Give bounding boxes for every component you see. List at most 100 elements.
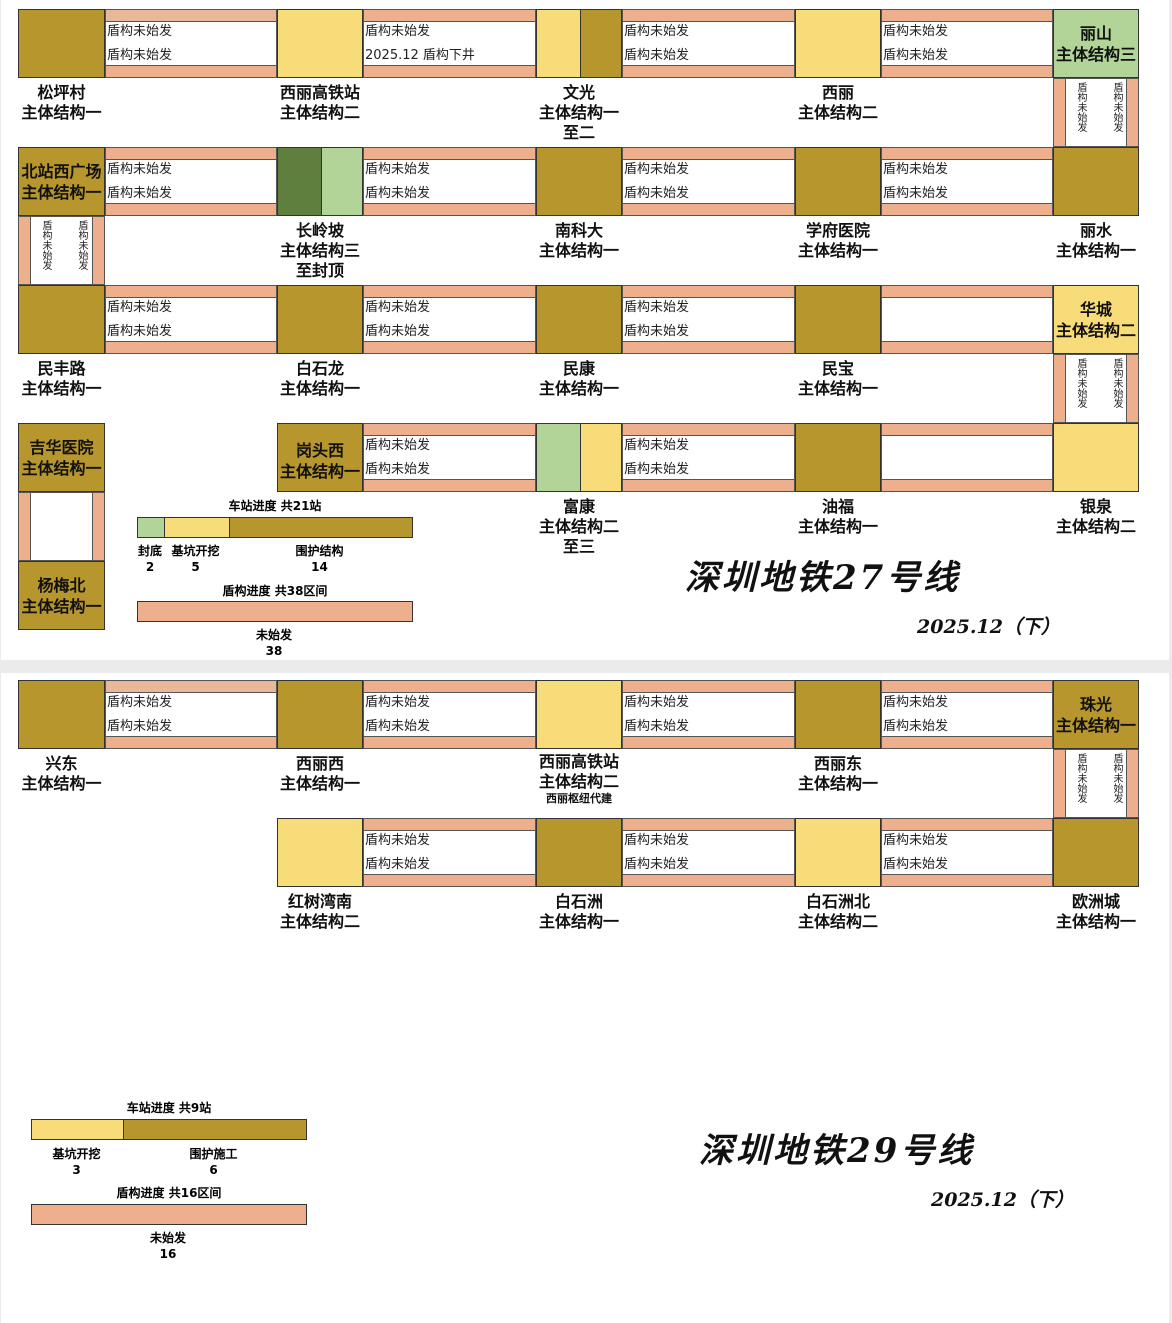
tunnel-xilihsr-wenguang[interactable]: 盾构未始发 2025.12 盾构下井 bbox=[363, 9, 536, 78]
tunnel-text: 盾构未始发 bbox=[365, 324, 431, 339]
tunnel-text: 盾构未始发 bbox=[365, 719, 431, 734]
tunnel-text: 盾构未始发 bbox=[1111, 753, 1122, 803]
station-status: 主体结构一 bbox=[21, 183, 102, 202]
station-label-xilidong: 西丽东主体结构一 bbox=[797, 754, 878, 793]
tunnel-hongshuwannan-baishizhou[interactable]: 盾构未始发 盾构未始发 bbox=[363, 818, 536, 887]
station-label-ouzhoucheng: 欧洲城主体结构一 bbox=[1055, 892, 1136, 931]
station-baishizhou-box[interactable] bbox=[536, 818, 622, 887]
tunnel-nankeda-xuefu[interactable]: 盾构未始发 盾构未始发 bbox=[622, 147, 795, 216]
station-yangmeibei-box[interactable]: 杨梅北 主体结构一 bbox=[18, 561, 105, 630]
tunnel-xuefu-lishui[interactable]: 盾构未始发 盾构未始发 bbox=[881, 147, 1053, 216]
legend-shield-bar bbox=[137, 601, 413, 622]
station-yinquan-box[interactable] bbox=[1053, 423, 1139, 492]
station-minbao-box[interactable] bbox=[795, 285, 881, 354]
tunnel-huacheng-yinquan[interactable]: 盾构未始发 盾构未始发 bbox=[1053, 354, 1139, 423]
station-huacheng-box[interactable]: 华城 主体结构二 bbox=[1053, 285, 1139, 354]
station-label-xilihsr: 西丽高铁站主体结构二 bbox=[279, 83, 360, 122]
station-label-minbao: 民宝主体结构一 bbox=[797, 359, 878, 398]
station-youfu-box[interactable] bbox=[795, 423, 881, 492]
tunnel-text: 盾构未始发 bbox=[365, 462, 431, 477]
tunnel-text: 盾构未始发 bbox=[365, 857, 431, 872]
line29-panel: 盾构未始发 盾构未始发 盾构未始发 盾构未始发 盾构未始发 盾构未始发 盾构未始… bbox=[1, 673, 1169, 1323]
station-hongshuwannan-box[interactable] bbox=[277, 818, 363, 887]
tunnel-beizhan-minfenglu[interactable]: 盾构未始发 盾构未始发 bbox=[18, 216, 105, 285]
legend-segment bbox=[32, 1205, 306, 1224]
tunnel-text: 盾构未始发 bbox=[624, 719, 690, 734]
station-name: 杨梅北 bbox=[37, 576, 86, 595]
station-xilihsr-box[interactable] bbox=[277, 9, 363, 78]
tunnel-changlingpo-nankeda[interactable]: 盾构未始发 盾构未始发 bbox=[363, 147, 536, 216]
tunnel-text: 盾构未始发 bbox=[624, 186, 690, 201]
station-lishan-box[interactable]: 丽山 主体结构三 bbox=[1053, 9, 1139, 78]
station-changlingpo-box[interactable] bbox=[277, 147, 363, 216]
station-baishizhoubei-box[interactable] bbox=[795, 818, 881, 887]
tunnel-minbao-huacheng[interactable] bbox=[881, 285, 1053, 354]
tunnel-xilihsr-xilidong[interactable]: 盾构未始发 盾构未始发 bbox=[622, 680, 795, 749]
station-label-songpingcun: 松坪村主体结构一 bbox=[21, 83, 102, 122]
tunnel-baishizhou-baishizhoubei[interactable]: 盾构未始发 盾构未始发 bbox=[622, 818, 795, 887]
tunnel-text: 盾构未始发 bbox=[107, 162, 173, 177]
tunnel-wenguang-xili[interactable]: 盾构未始发 盾构未始发 bbox=[622, 9, 795, 78]
station-lishui-box[interactable] bbox=[1053, 147, 1139, 216]
station-name: 丽山 bbox=[1079, 24, 1112, 43]
station-minfenglu-box[interactable] bbox=[18, 285, 105, 354]
legend-shield-bar bbox=[31, 1204, 307, 1225]
station-label-baishizhoubei: 白石洲北主体结构二 bbox=[797, 892, 878, 931]
station-label-fukang: 富康主体结构二至三 bbox=[538, 497, 619, 556]
tunnel-minfenglu-baishilong[interactable]: 盾构未始发 盾构未始发 bbox=[105, 285, 277, 354]
station-zhuguang-box[interactable]: 珠光 主体结构一 bbox=[1053, 680, 1139, 749]
station-nankeda-box[interactable] bbox=[536, 147, 622, 216]
tunnel-text: 盾构未始发 bbox=[883, 719, 949, 734]
station-label-xilixi: 西丽西主体结构一 bbox=[279, 754, 360, 793]
tunnel-text: 盾构未始发 bbox=[624, 695, 690, 710]
station-fukang-box[interactable] bbox=[536, 423, 622, 492]
tunnel-xili-lishan[interactable]: 盾构未始发 盾构未始发 bbox=[881, 9, 1053, 78]
station-xingdong-box[interactable] bbox=[18, 680, 105, 749]
line27-panel: 盾构未始发 盾构未始发 盾构未始发 2025.12 盾构下井 盾构未始发 盾构未… bbox=[1, 0, 1169, 660]
tunnel-songpingcun-xilihsr[interactable]: 盾构未始发 盾构未始发 bbox=[105, 9, 277, 78]
station-baishilong-box[interactable] bbox=[277, 285, 363, 354]
tunnel-xilixi-xilihsr[interactable]: 盾构未始发 盾构未始发 bbox=[363, 680, 536, 749]
tunnel-lishan-lishui[interactable]: 盾构未始发 盾构未始发 bbox=[1053, 78, 1139, 147]
station-gangtouxi-box[interactable]: 岗头西 主体结构一 bbox=[277, 423, 363, 492]
station-status: 主体结构一 bbox=[21, 597, 102, 616]
legend-station-title: 车站进度 共9站 bbox=[126, 1101, 212, 1115]
tunnel-minkang-minbao[interactable]: 盾构未始发 盾构未始发 bbox=[622, 285, 795, 354]
legend-station-title: 车站进度 共21站 bbox=[228, 499, 322, 513]
station-name: 吉华医院 bbox=[29, 438, 94, 457]
station-wenguang-box[interactable] bbox=[536, 9, 622, 78]
station-status: 主体结构一 bbox=[279, 462, 360, 481]
legend-shield-title: 盾构进度 共16区间 bbox=[116, 1186, 222, 1200]
station-beizhan-box[interactable]: 北站西广场 主体结构一 bbox=[18, 147, 105, 216]
tunnel-beizhan-changlingpo[interactable]: 盾构未始发 盾构未始发 bbox=[105, 147, 277, 216]
tunnel-text: 盾构未始发 bbox=[624, 324, 690, 339]
tunnel-text: 盾构未始发 bbox=[1075, 358, 1086, 408]
station-jihua-box[interactable]: 吉华医院 主体结构一 bbox=[18, 423, 105, 492]
station-name: 北站西广场 bbox=[21, 162, 102, 181]
tunnel-jihua-yangmeibei[interactable] bbox=[18, 492, 105, 561]
station-label-changlingpo: 长岭坡主体结构三至封顶 bbox=[279, 221, 360, 280]
station-songpingcun-box[interactable] bbox=[18, 9, 105, 78]
legend-station-bar bbox=[31, 1119, 307, 1140]
tunnel-baishilong-minkang[interactable]: 盾构未始发 盾构未始发 bbox=[363, 285, 536, 354]
station-xili-box[interactable] bbox=[795, 9, 881, 78]
tunnel-baishizhoubei-ouzhoucheng[interactable]: 盾构未始发 盾构未始发 bbox=[881, 818, 1053, 887]
tunnel-youfu-yinquan[interactable] bbox=[881, 423, 1053, 492]
tunnel-fukang-youfu[interactable]: 盾构未始发 盾构未始发 bbox=[622, 423, 795, 492]
station-ouzhoucheng-box[interactable] bbox=[1053, 818, 1139, 887]
station-minkang-box[interactable] bbox=[536, 285, 622, 354]
tunnel-xingdong-xilixi[interactable]: 盾构未始发 盾构未始发 bbox=[105, 680, 277, 749]
tunnel-zhuguang-ouzhoucheng[interactable]: 盾构未始发 盾构未始发 bbox=[1053, 749, 1139, 818]
tunnel-gangtouxi-fukang[interactable]: 盾构未始发 盾构未始发 bbox=[363, 423, 536, 492]
station-xuefu-box[interactable] bbox=[795, 147, 881, 216]
station-xilihsr29-box[interactable] bbox=[536, 680, 622, 749]
tunnel-text: 盾构未始发 bbox=[107, 48, 173, 63]
station-xilidong-box[interactable] bbox=[795, 680, 881, 749]
tunnel-text: 盾构未始发 bbox=[624, 24, 690, 39]
station-xilixi-box[interactable] bbox=[277, 680, 363, 749]
tunnel-text: 盾构未始发 bbox=[624, 300, 690, 315]
tunnel-xilidong-zhuguang[interactable]: 盾构未始发 盾构未始发 bbox=[881, 680, 1053, 749]
tunnel-text: 盾构未始发 bbox=[883, 48, 949, 63]
